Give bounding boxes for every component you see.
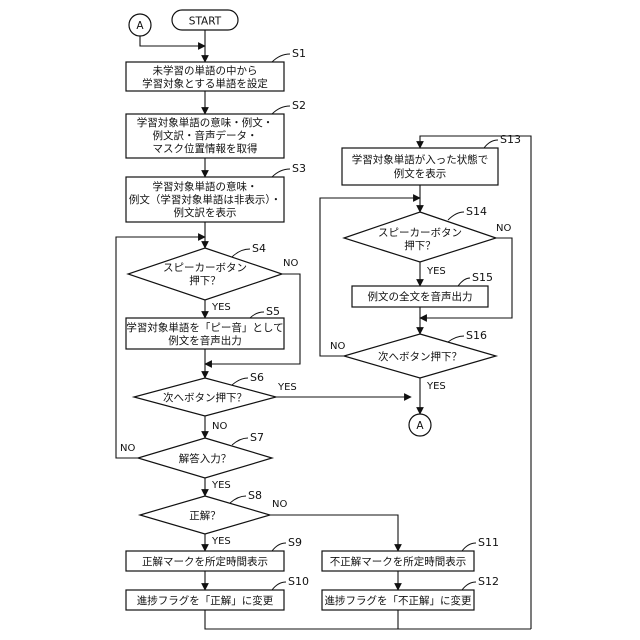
step-s5-box: 学習対象単語を「ピー音」として 例文を音声出力 bbox=[126, 318, 284, 349]
step-s11-line-1: 不正解マークを所定時間表示 bbox=[330, 555, 467, 568]
step-s2-line-2: 例文訳・音声データ・ bbox=[153, 129, 258, 142]
step-label-s4: S4 bbox=[252, 242, 266, 255]
step-label-s7: S7 bbox=[250, 431, 264, 444]
leader-s15 bbox=[458, 278, 470, 286]
step-label-s12: S12 bbox=[478, 575, 499, 588]
branch-s8-yes: YES bbox=[211, 536, 231, 547]
decision-s8-line-1: 正解？ bbox=[189, 509, 221, 522]
branch-s4-no: NO bbox=[283, 258, 298, 269]
step-s15-box: 例文の全文を音声出力 bbox=[352, 286, 488, 307]
branch-s14-no: NO bbox=[496, 223, 511, 234]
step-s13-box: 学習対象単語が入った状態で 例文を表示 bbox=[342, 148, 498, 185]
step-s3-box: 学習対象単語の意味・ 例文（学習対象単語は非表示）・ 例文訳を表示 bbox=[126, 177, 284, 222]
step-s10-line-1: 進捗フラグを「正解」に変更 bbox=[137, 594, 274, 607]
edge-a-top-to-main bbox=[140, 36, 205, 46]
decision-s7: 解答入力？ bbox=[138, 438, 272, 478]
step-s1-line-1: 未学習の単語の中から bbox=[153, 64, 258, 77]
step-label-s13: S13 bbox=[500, 133, 521, 146]
decision-s4-line-1: スピーカーボタン bbox=[163, 262, 247, 274]
step-label-s1: S1 bbox=[292, 47, 306, 60]
edge-s10-bottom bbox=[205, 610, 531, 629]
step-label-s8: S8 bbox=[248, 489, 262, 502]
decision-s16-line-1: 次へボタン押下？ bbox=[378, 350, 462, 363]
branch-s4-yes: YES bbox=[211, 302, 231, 313]
step-s13-line-1: 学習対象単語が入った状態で bbox=[352, 153, 489, 166]
leader-s1 bbox=[272, 54, 290, 62]
step-s5-line-2: 例文を音声出力 bbox=[168, 334, 242, 347]
step-label-s6: S6 bbox=[250, 371, 264, 384]
leader-s16 bbox=[448, 336, 464, 342]
branch-s6-no: NO bbox=[212, 421, 227, 432]
step-label-s14: S14 bbox=[466, 205, 487, 218]
step-label-s5: S5 bbox=[266, 305, 280, 318]
start-terminator: START bbox=[172, 10, 238, 30]
step-s2-box: 学習対象単語の意味・例文・ 例文訳・音声データ・ マスク位置情報を取得 bbox=[126, 114, 284, 158]
step-s3-line-1: 学習対象単語の意味・ bbox=[153, 180, 258, 193]
decision-s14-line-1: スピーカーボタン bbox=[378, 227, 462, 239]
connector-a-top-label: A bbox=[136, 20, 144, 32]
connector-a-mid: A bbox=[409, 414, 431, 436]
step-s2-line-1: 学習対象単語の意味・例文・ bbox=[137, 116, 274, 129]
step-s9-line-1: 正解マークを所定時間表示 bbox=[142, 555, 268, 568]
step-s15-line-1: 例文の全文を音声出力 bbox=[368, 290, 473, 303]
step-s3-line-2: 例文（学習対象単語は非表示）・ bbox=[129, 193, 281, 206]
branch-s8-no: NO bbox=[272, 499, 287, 510]
leader-s9 bbox=[272, 543, 286, 551]
leader-s4 bbox=[232, 249, 250, 257]
decision-s4: スピーカーボタン 押下？ bbox=[128, 248, 282, 300]
step-label-s11: S11 bbox=[478, 536, 499, 549]
leader-s11 bbox=[462, 543, 476, 551]
leader-s2 bbox=[272, 106, 290, 114]
step-s1-line-2: 学習対象とする単語を設定 bbox=[142, 77, 268, 90]
step-s3-line-3: 例文訳を表示 bbox=[174, 206, 237, 219]
step-label-s2: S2 bbox=[292, 99, 306, 112]
branch-s7-no: NO bbox=[120, 443, 135, 454]
start-label: START bbox=[189, 16, 222, 28]
step-label-s15: S15 bbox=[472, 271, 493, 284]
step-label-s3: S3 bbox=[292, 162, 306, 175]
step-s1-box: 未学習の単語の中から 学習対象とする単語を設定 bbox=[126, 62, 284, 91]
decision-s14: スピーカーボタン 押下？ bbox=[344, 212, 496, 262]
connector-a-top: A bbox=[129, 14, 151, 36]
branch-s16-no: NO bbox=[330, 341, 345, 352]
branch-s6-yes: YES bbox=[277, 382, 297, 393]
leader-s10 bbox=[272, 582, 286, 590]
decision-s7-line-1: 解答入力？ bbox=[179, 452, 232, 465]
step-label-s10: S10 bbox=[288, 575, 309, 588]
leader-s14 bbox=[448, 212, 464, 220]
branch-s16-yes: YES bbox=[426, 381, 446, 392]
step-s5-line-1: 学習対象単語を「ピー音」として bbox=[126, 321, 283, 334]
leader-s3 bbox=[272, 169, 290, 177]
step-s10-box: 進捗フラグを「正解」に変更 bbox=[126, 590, 284, 610]
step-s2-line-3: マスク位置情報を取得 bbox=[153, 142, 258, 155]
leader-s8 bbox=[230, 496, 246, 503]
decision-s4-line-2: 押下？ bbox=[189, 274, 221, 287]
step-label-s9: S9 bbox=[288, 536, 302, 549]
leader-s12 bbox=[462, 582, 476, 590]
step-s12-box: 進捗フラグを「不正解」に変更 bbox=[322, 590, 474, 610]
branch-s7-yes: YES bbox=[211, 480, 231, 491]
decision-s14-line-2: 押下？ bbox=[404, 239, 436, 252]
step-label-s16: S16 bbox=[466, 329, 487, 342]
step-s11-box: 不正解マークを所定時間表示 bbox=[322, 551, 474, 571]
branch-s14-yes: YES bbox=[426, 266, 446, 277]
decision-s6-line-1: 次へボタン押下？ bbox=[163, 391, 247, 404]
leader-s7 bbox=[232, 438, 248, 445]
leader-s13 bbox=[484, 140, 498, 148]
step-s9-box: 正解マークを所定時間表示 bbox=[126, 551, 284, 571]
leader-s6 bbox=[232, 378, 248, 385]
connector-a-mid-label: A bbox=[416, 420, 424, 432]
step-s13-line-2: 例文を表示 bbox=[394, 167, 447, 180]
leader-s5 bbox=[250, 312, 264, 318]
step-s12-line-1: 進捗フラグを「不正解」に変更 bbox=[325, 594, 472, 607]
